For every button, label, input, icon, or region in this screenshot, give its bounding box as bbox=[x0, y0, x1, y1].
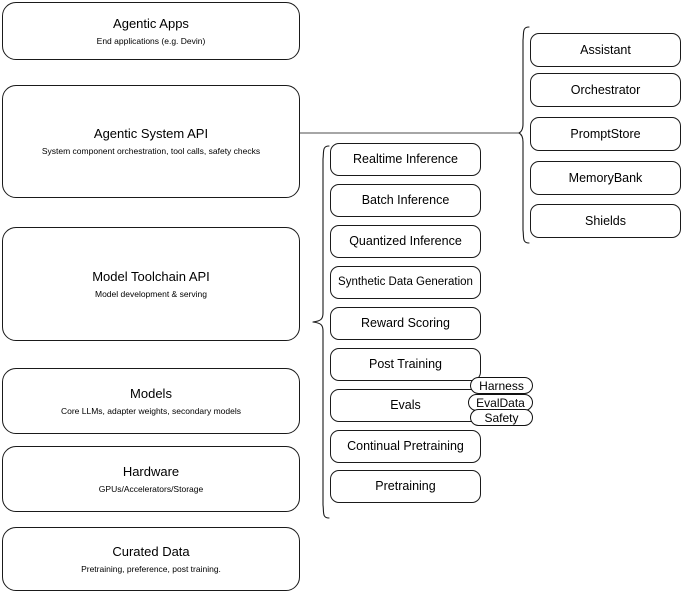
toolchain-item-label: Quantized Inference bbox=[349, 234, 462, 248]
layer-title: Model Toolchain API bbox=[92, 268, 210, 284]
toolchain-item-continual-pretraining[interactable]: Continual Pretraining bbox=[330, 430, 481, 463]
layer-subtitle: End applications (e.g. Devin) bbox=[96, 35, 206, 46]
toolchain-item-label: Evals bbox=[390, 398, 421, 412]
toolchain-item-label: Post Training bbox=[369, 357, 442, 371]
eval-pill-label: Harness bbox=[479, 378, 524, 393]
layer-title: Curated Data bbox=[112, 543, 190, 559]
system-item-label: MemoryBank bbox=[568, 170, 643, 185]
layer-box-curated-data[interactable]: Curated Data Pretraining, preference, po… bbox=[2, 527, 300, 591]
toolchain-item-label: Continual Pretraining bbox=[347, 439, 464, 453]
layer-box-agentic-system-api[interactable]: Agentic System API System component orch… bbox=[2, 85, 300, 198]
system-item-assistant[interactable]: Assistant bbox=[530, 33, 681, 67]
toolchain-item-batch-inference[interactable]: Batch Inference bbox=[330, 184, 481, 217]
toolchain-items-brace bbox=[312, 145, 330, 519]
toolchain-item-reward-scoring[interactable]: Reward Scoring bbox=[330, 307, 481, 340]
toolchain-item-synthetic-data-generation[interactable]: Synthetic Data Generation bbox=[330, 266, 481, 299]
system-item-promptstore[interactable]: PromptStore bbox=[530, 117, 681, 151]
system-items-brace bbox=[518, 26, 530, 244]
toolchain-item-pretraining[interactable]: Pretraining bbox=[330, 470, 481, 503]
toolchain-item-evals[interactable]: Evals bbox=[330, 389, 481, 422]
layer-subtitle: Model development & serving bbox=[95, 288, 207, 299]
system-item-label: Assistant bbox=[580, 42, 631, 57]
toolchain-item-label: Batch Inference bbox=[361, 193, 450, 207]
system-item-orchestrator[interactable]: Orchestrator bbox=[530, 73, 681, 107]
eval-pill-label: Safety bbox=[484, 410, 519, 425]
layer-title: Models bbox=[130, 385, 172, 401]
eval-pill-label: EvalData bbox=[476, 395, 525, 410]
toolchain-item-label: Reward Scoring bbox=[361, 316, 450, 330]
toolchain-item-quantized-inference[interactable]: Quantized Inference bbox=[330, 225, 481, 258]
layer-subtitle: System component orchestration, tool cal… bbox=[41, 146, 261, 156]
toolchain-item-post-training[interactable]: Post Training bbox=[330, 348, 481, 381]
system-item-label: PromptStore bbox=[570, 126, 641, 141]
layer-title: Agentic System API bbox=[93, 126, 209, 141]
layer-box-hardware[interactable]: Hardware GPUs/Accelerators/Storage bbox=[2, 446, 300, 512]
layer-subtitle: Pretraining, preference, post training. bbox=[81, 563, 221, 574]
toolchain-item-realtime-inference[interactable]: Realtime Inference bbox=[330, 143, 481, 176]
system-item-label: Orchestrator bbox=[570, 82, 641, 97]
system-item-shields[interactable]: Shields bbox=[530, 204, 681, 238]
toolchain-item-label: Pretraining bbox=[375, 479, 436, 493]
eval-pill-safety[interactable]: Safety bbox=[470, 409, 533, 426]
layer-subtitle: GPUs/Accelerators/Storage bbox=[98, 483, 204, 494]
system-item-label: Shields bbox=[585, 213, 626, 228]
eval-pill-harness[interactable]: Harness bbox=[470, 377, 533, 394]
layer-box-model-toolchain-api[interactable]: Model Toolchain API Model development & … bbox=[2, 227, 300, 341]
layer-title: Agentic Apps bbox=[113, 15, 189, 31]
layer-title: Hardware bbox=[122, 463, 180, 479]
toolchain-item-label: Realtime Inference bbox=[353, 152, 458, 166]
layer-box-models[interactable]: Models Core LLMs, adapter weights, secon… bbox=[2, 368, 300, 434]
system-item-memorybank[interactable]: MemoryBank bbox=[530, 161, 681, 195]
layer-box-agentic-apps[interactable]: Agentic Apps End applications (e.g. Devi… bbox=[2, 2, 300, 60]
layer-subtitle: Core LLMs, adapter weights, secondary mo… bbox=[60, 405, 241, 416]
toolchain-item-label: Synthetic Data Generation bbox=[338, 276, 473, 288]
